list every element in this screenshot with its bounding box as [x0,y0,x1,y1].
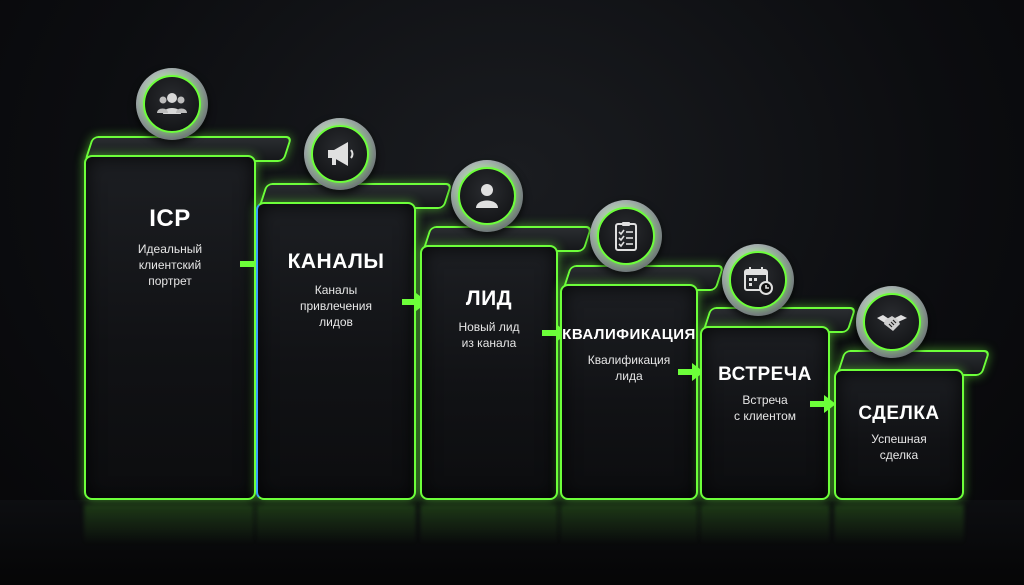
reflection [420,505,558,545]
desc-line: с клиентом [733,409,796,423]
arrow-right-icon [810,395,836,413]
step-block-meeting: ВСТРЕЧА Встреча с клиентом [700,326,830,500]
reflection [84,505,254,545]
reflection [700,505,830,545]
desc-line: Успешная [871,432,927,446]
checklist-icon [590,200,662,272]
users-icon [136,68,208,140]
reflection [256,505,416,545]
desc-line: Встреча [742,393,788,407]
desc-line: Каналы [314,283,358,297]
desc-line: из канала [461,336,517,350]
step-description: Новый лид из канала [422,319,556,351]
step-title: ICP [149,205,191,232]
step-title: СДЕЛКА [858,403,940,424]
step-description: Квалификация лида [562,352,696,384]
step-description: Идеальный клиентский портрет [86,241,254,289]
step-title: ВСТРЕЧА [718,364,812,385]
step-block-qualification: КВАЛИФИКАЦИЯ Квалификация лида [560,284,698,500]
desc-line: портрет [148,274,192,288]
step-block-channels: КАНАЛЫ Каналы привлечения лидов [256,202,416,500]
step-title: ЛИД [465,287,513,310]
user-icon [451,160,523,232]
desc-line: лида [615,369,643,383]
desc-line: клиентский [138,258,202,272]
handshake-icon [856,286,928,358]
step-title: КАНАЛЫ [287,250,385,273]
desc-line: лидов [319,315,353,329]
megaphone-icon [304,118,376,190]
desc-line: привлечения [299,299,372,313]
calendar-icon [722,244,794,316]
desc-line: сделка [879,448,919,462]
desc-line: Новый лид [458,320,520,334]
step-title: КВАЛИФИКАЦИЯ [562,326,696,343]
reflection [560,505,698,545]
arrow-right-icon [678,363,704,381]
step-block-deal: СДЕЛКА Успешная сделка [834,369,964,500]
step-description: Каналы привлечения лидов [258,282,414,330]
floor [0,500,1024,585]
step-description: Успешная сделка [836,431,962,463]
step-description: Встреча с клиентом [702,392,828,424]
desc-line: Квалификация [587,353,671,367]
step-block-lead: ЛИД Новый лид из канала [420,245,558,500]
desc-line: Идеальный [137,242,203,256]
reflection [834,505,964,545]
step-block-icp: ICP Идеальный клиентский портрет [84,155,256,500]
